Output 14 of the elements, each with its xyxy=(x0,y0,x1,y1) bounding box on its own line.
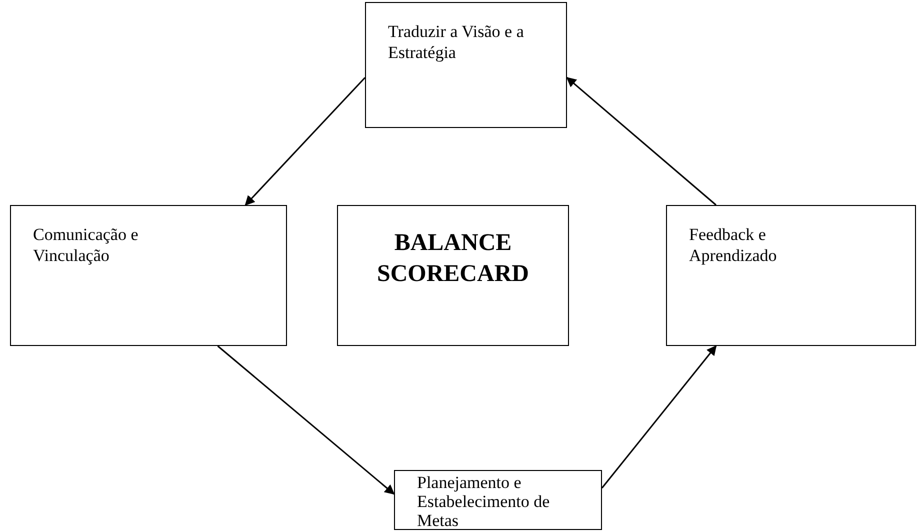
box-text: Traduzir a Visão e a Estratégia xyxy=(388,21,525,64)
box-text: BALANCE SCORECARD xyxy=(376,229,530,290)
box-text: Planejamento e Estabelecimento de Metas xyxy=(417,473,551,530)
process-box xyxy=(10,205,287,346)
center-box xyxy=(337,205,569,346)
arrow xyxy=(244,77,366,206)
arrow xyxy=(566,76,716,206)
arrow xyxy=(601,345,717,488)
process-box xyxy=(365,2,567,128)
process-box xyxy=(666,205,916,346)
process-box xyxy=(394,470,602,530)
box-text: Comunicação e Vinculação xyxy=(33,224,140,266)
arrow xyxy=(217,345,395,495)
box-text: Feedback e Aprendizado xyxy=(689,224,778,266)
